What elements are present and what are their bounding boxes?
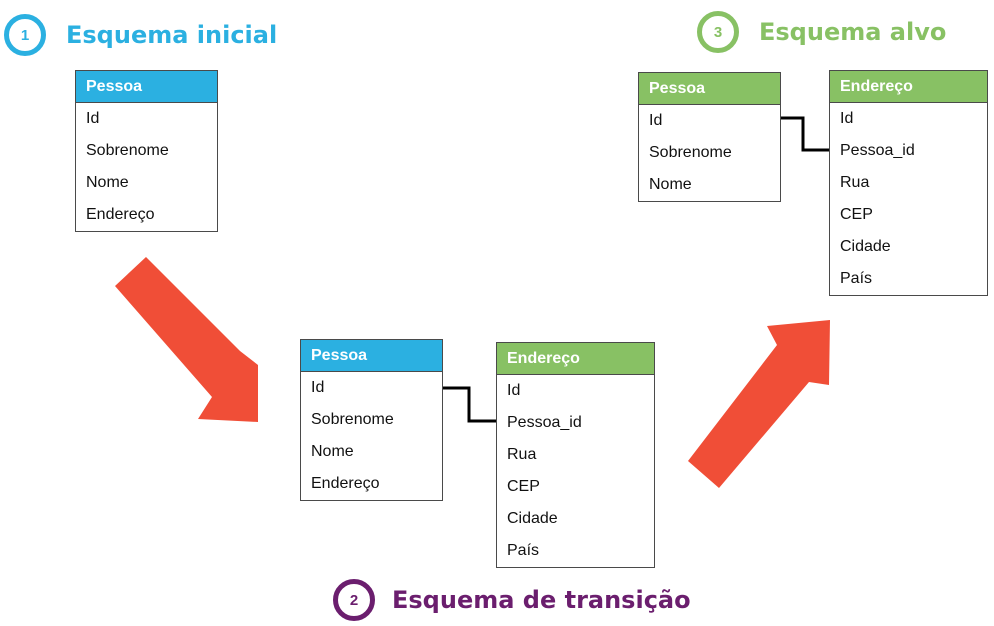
field-sobrenome: Sobrenome bbox=[649, 144, 732, 161]
title-target: Esquema alvo bbox=[759, 18, 947, 46]
step-2-badge: 2 bbox=[333, 579, 375, 621]
field-sobrenome: Sobrenome bbox=[311, 411, 394, 428]
field-pais: País bbox=[507, 542, 540, 559]
field-pessoa-id: Pessoa_id bbox=[840, 142, 915, 159]
table-header: Pessoa bbox=[639, 73, 780, 105]
target-endereco-table: Endereço Id Pessoa_id Rua CEP Cidade Paí… bbox=[829, 70, 988, 296]
heading-target: 3 Esquema alvo bbox=[697, 11, 946, 53]
table-header: Pessoa bbox=[76, 71, 217, 103]
connector-transition bbox=[442, 386, 496, 423]
step-3-badge: 3 bbox=[697, 11, 739, 53]
field-id: Id bbox=[86, 110, 100, 127]
step-1-number: 1 bbox=[20, 26, 30, 44]
table-header: Endereço bbox=[830, 71, 987, 103]
step-2-number: 2 bbox=[349, 591, 359, 609]
field-sobrenome: Sobrenome bbox=[86, 142, 169, 159]
field-pais: País bbox=[840, 270, 873, 287]
field-nome: Nome bbox=[86, 174, 129, 191]
table-header: Endereço bbox=[497, 343, 654, 375]
field-id: Id bbox=[311, 379, 325, 396]
field-pessoa-id: Pessoa_id bbox=[507, 414, 582, 431]
initial-pessoa-table: Pessoa Id Sobrenome Nome Endereço bbox=[75, 70, 218, 232]
field-cep: CEP bbox=[840, 206, 873, 223]
field-cep: CEP bbox=[507, 478, 540, 495]
connector-target bbox=[780, 116, 829, 152]
field-rua: Rua bbox=[840, 174, 870, 191]
field-id: Id bbox=[840, 110, 854, 127]
field-id: Id bbox=[649, 112, 663, 129]
table-header: Pessoa bbox=[301, 340, 442, 372]
heading-initial: 1 Esquema inicial bbox=[4, 14, 277, 56]
field-id: Id bbox=[507, 382, 521, 399]
title-transition: Esquema de transição bbox=[392, 586, 691, 614]
step-3-number: 3 bbox=[713, 23, 723, 41]
field-endereco: Endereço bbox=[311, 475, 380, 492]
field-cidade: Cidade bbox=[507, 510, 558, 527]
field-nome: Nome bbox=[311, 443, 354, 460]
field-endereco: Endereço bbox=[86, 206, 155, 223]
step-1-badge: 1 bbox=[4, 14, 46, 56]
field-nome: Nome bbox=[649, 176, 692, 193]
field-cidade: Cidade bbox=[840, 238, 891, 255]
target-pessoa-table: Pessoa Id Sobrenome Nome bbox=[638, 72, 781, 202]
heading-transition: 2 Esquema de transição bbox=[333, 579, 691, 621]
field-rua: Rua bbox=[507, 446, 537, 463]
transition-pessoa-table: Pessoa Id Sobrenome Nome Endereço bbox=[300, 339, 443, 501]
arrow-transition-to-target bbox=[688, 320, 830, 488]
transition-endereco-table: Endereço Id Pessoa_id Rua CEP Cidade Paí… bbox=[496, 342, 655, 568]
arrow-initial-to-transition bbox=[115, 257, 258, 422]
title-initial: Esquema inicial bbox=[66, 21, 278, 49]
